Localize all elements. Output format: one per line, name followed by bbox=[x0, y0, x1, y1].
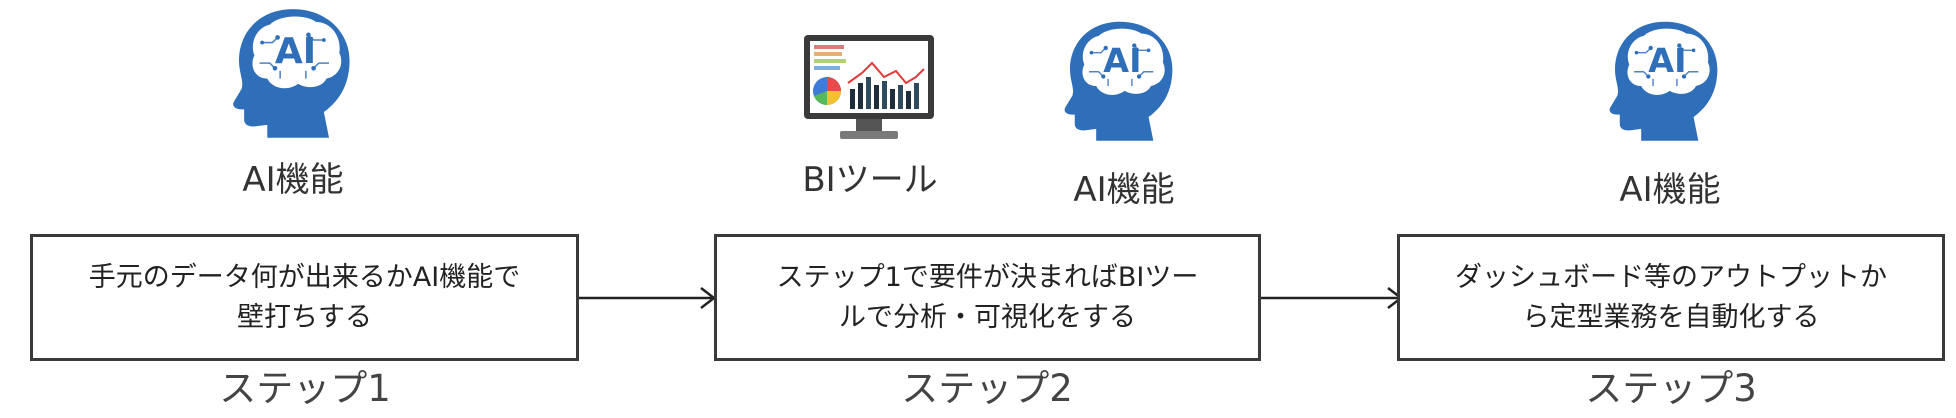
step2-description: ステップ1で要件が決まればBIツー ルで分析・可視化をする bbox=[776, 261, 1199, 333]
ai-feature-label-1: AI機能 bbox=[242, 160, 344, 200]
step2-box: ステップ1で要件が決まればBIツー ルで分析・可視化をする bbox=[714, 234, 1261, 361]
step1-description: 手元のデータ何が出来るかAI機能で 壁打ちする bbox=[88, 261, 521, 333]
step1-box: 手元のデータ何が出来るかAI機能で 壁打ちする bbox=[30, 234, 579, 361]
svg-text:AI: AI bbox=[1648, 41, 1686, 80]
step3-description: ダッシュボード等のアウトプットか ら定型業務を自動化する bbox=[1455, 261, 1887, 333]
bi-tool-label: BIツール bbox=[802, 160, 938, 200]
arrow-step1-to-step2 bbox=[579, 287, 717, 309]
step1-label: ステップ1 bbox=[219, 367, 391, 410]
step3-label: ステップ3 bbox=[1585, 367, 1757, 410]
step3-box: ダッシュボード等のアウトプットか ら定型業務を自動化する bbox=[1397, 234, 1945, 361]
svg-text:AI: AI bbox=[275, 31, 316, 72]
bi-dashboard-monitor-icon bbox=[804, 35, 934, 139]
ai-feature-label-2: AI機能 bbox=[1073, 170, 1175, 210]
arrow-step2-to-step3 bbox=[1261, 287, 1404, 309]
step2-label: ステップ2 bbox=[901, 367, 1073, 410]
svg-text:AI: AI bbox=[1103, 41, 1141, 80]
ai-brain-icon: AI bbox=[1609, 21, 1718, 141]
ai-brain-icon: AI bbox=[1064, 21, 1173, 141]
ai-brain-icon: AI bbox=[233, 9, 350, 138]
ai-feature-label-3: AI機能 bbox=[1619, 170, 1721, 210]
